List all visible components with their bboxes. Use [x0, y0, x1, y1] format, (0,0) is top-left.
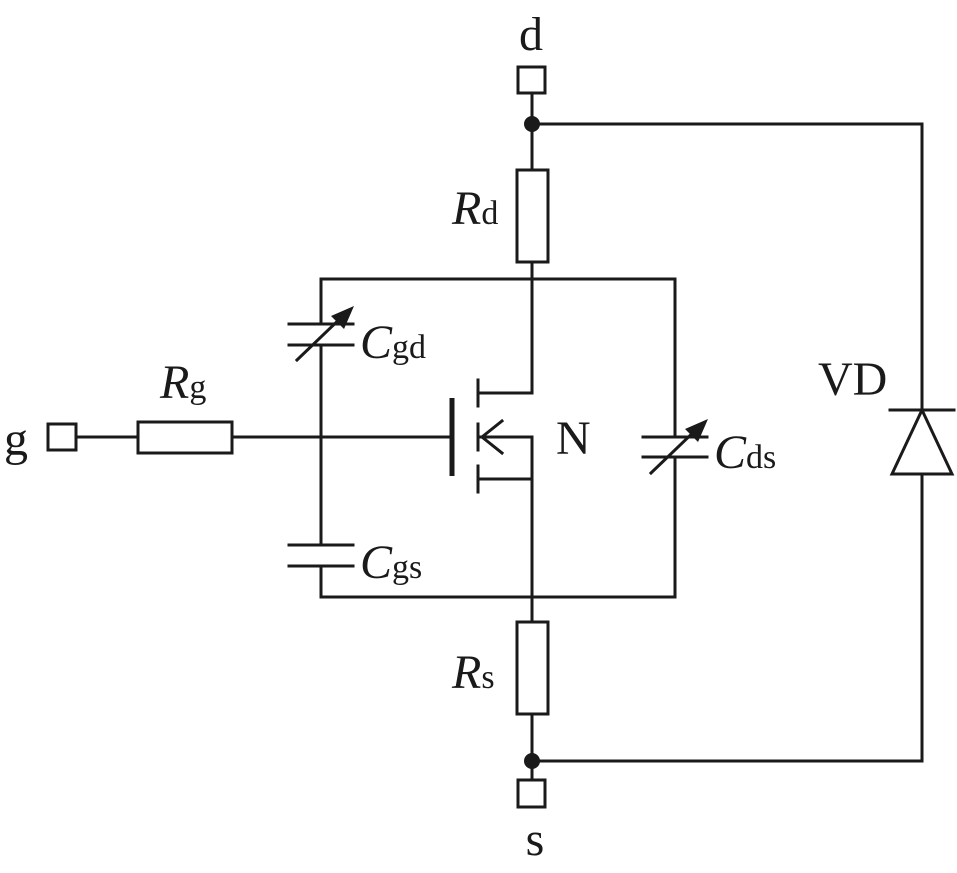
cds-subscript: ds	[746, 439, 776, 476]
transistor-label: N	[556, 412, 591, 465]
source-terminal-label: s	[526, 813, 545, 866]
rs-subscript: s	[481, 659, 494, 696]
resistor-rd	[515, 168, 550, 264]
capacitor-cgs-label: Cgs	[360, 536, 422, 589]
cgd-symbol: C	[360, 316, 393, 369]
rg-subscript: g	[189, 369, 206, 406]
gate-terminal	[46, 422, 78, 452]
drain-junction-dot	[524, 116, 540, 132]
capacitor-cgs	[287, 543, 355, 568]
source-terminal	[516, 778, 547, 809]
resistor-rd-label: Rd	[451, 182, 498, 235]
rd-subscript: d	[481, 195, 498, 232]
drain-terminal-label: d	[519, 8, 543, 61]
resistor-rs	[515, 620, 550, 716]
wires	[74, 91, 924, 782]
resistor-rg	[136, 420, 234, 455]
capacitor-cds	[641, 419, 709, 476]
gate-terminal-label: g	[4, 413, 28, 466]
mosfet-n	[449, 378, 505, 494]
capacitor-cgd	[287, 306, 355, 363]
capacitor-cgd-label: Cgd	[360, 316, 426, 369]
diode-label: VD	[818, 353, 887, 406]
rs-symbol: R	[451, 646, 481, 699]
capacitor-cds-label: Cds	[714, 426, 776, 479]
rd-symbol: R	[451, 182, 481, 235]
diode-vd	[888, 406, 956, 476]
cds-symbol: C	[714, 426, 747, 479]
source-junction-dot	[524, 753, 540, 769]
cgs-symbol: C	[360, 536, 393, 589]
resistor-rs-label: Rs	[451, 646, 495, 699]
cgs-subscript: gs	[392, 549, 422, 586]
resistor-rg-label: Rg	[159, 356, 206, 409]
rg-symbol: R	[159, 356, 189, 409]
cgd-subscript: gd	[392, 329, 426, 366]
drain-terminal	[516, 65, 547, 95]
